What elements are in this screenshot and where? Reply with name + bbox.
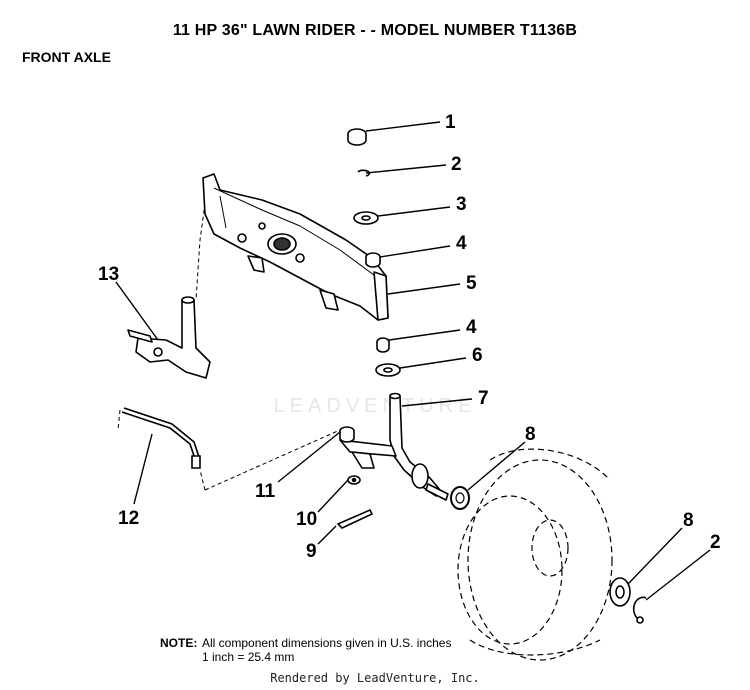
- callout-7: 7: [478, 388, 489, 409]
- note-line-1: All component dimensions given in U.S. i…: [202, 636, 452, 650]
- note-label: NOTE:: [160, 636, 198, 650]
- note-line-2: 1 inch = 25.4 mm: [202, 650, 295, 664]
- diagram-title: 11 HP 36" LAWN RIDER - - MODEL NUMBER T1…: [172, 22, 578, 39]
- drag-link: [121, 407, 201, 469]
- callout-3: 3: [456, 194, 467, 215]
- mower-frame-outline: [117, 181, 341, 491]
- callout-13: 13: [98, 264, 119, 285]
- spindle: [339, 392, 449, 501]
- wheel-outline: [457, 448, 613, 661]
- callout-2-upper: 2: [451, 154, 462, 175]
- footer-credit: Rendered by LeadVenture, Inc.: [270, 671, 480, 685]
- callout-5: 5: [466, 273, 477, 294]
- small-hardware: [336, 426, 374, 529]
- callout-9: 9: [306, 541, 317, 562]
- section-label: FRONT AXLE: [22, 49, 111, 65]
- leader-lines: [115, 121, 711, 601]
- washer-8-upper: [450, 486, 470, 510]
- watermark: LEADVENTURE: [274, 395, 477, 417]
- retaining-ring: [357, 169, 371, 177]
- callout-labels: 1 2 3 4 5 4 6 7 8 13 11 10 9 12 8 2: [98, 112, 721, 562]
- callout-10: 10: [296, 509, 317, 530]
- callout-8-lower: 8: [683, 510, 694, 531]
- callout-2-lower: 2: [710, 532, 721, 553]
- callout-4-upper: 4: [456, 233, 467, 254]
- callout-4-lower: 4: [466, 317, 477, 338]
- callout-8-upper: 8: [525, 424, 536, 445]
- dimension-note: NOTE: All component dimensions given in U…: [160, 636, 451, 664]
- cotter-pin: [336, 508, 374, 529]
- front-axle-beam: [202, 173, 389, 321]
- hub-hardware: [609, 577, 647, 624]
- callout-6: 6: [472, 345, 483, 366]
- callout-12: 12: [118, 508, 139, 529]
- callout-1: 1: [445, 112, 456, 133]
- callout-11: 11: [255, 481, 276, 502]
- axle-parts: [347, 128, 401, 377]
- steering-arm: [127, 296, 211, 379]
